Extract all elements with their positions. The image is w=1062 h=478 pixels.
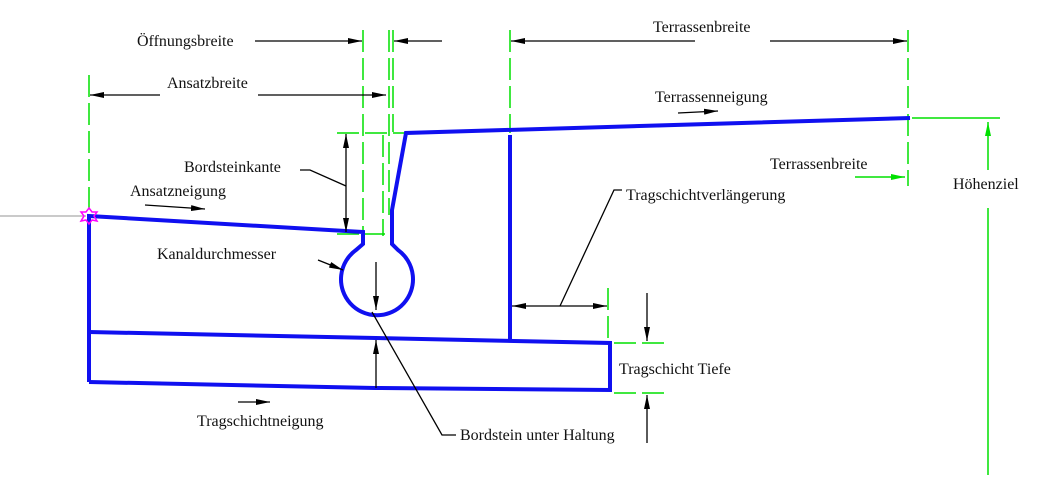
label-tragschichtneigung: Tragschichtneigung: [197, 413, 324, 430]
label-terrassenbreite-right: Terrassenbreite: [770, 156, 868, 173]
construction-lines: [88, 30, 1000, 475]
label-oeffnungsbreite: Öffnungsbreite: [137, 32, 234, 50]
label-tragschicht-tiefe: Tragschicht Tiefe: [619, 361, 731, 378]
label-terrassenneigung: Terrassenneigung: [655, 89, 768, 106]
label-tragschichtverlaengerung: Tragschichtverlängerung: [626, 187, 785, 204]
label-terrassenbreite-top: Terrassenbreite: [653, 19, 751, 36]
profile-outline: [87, 116, 911, 393]
start-point-marker-icon[interactable]: [79, 206, 99, 226]
label-kanaldurchmesser: Kanaldurchmesser: [157, 246, 277, 263]
label-ansatzneigung: Ansatzneigung: [130, 183, 226, 200]
dimension-arrows: [90, 38, 907, 443]
label-bordsteinkante: Bordsteinkante: [184, 159, 281, 176]
label-ansatzbreite: Ansatzbreite: [167, 75, 248, 92]
label-hoehenziel: Höhenziel: [953, 176, 1019, 193]
label-bordstein-unter-haltung: Bordstein unter Haltung: [460, 427, 615, 444]
